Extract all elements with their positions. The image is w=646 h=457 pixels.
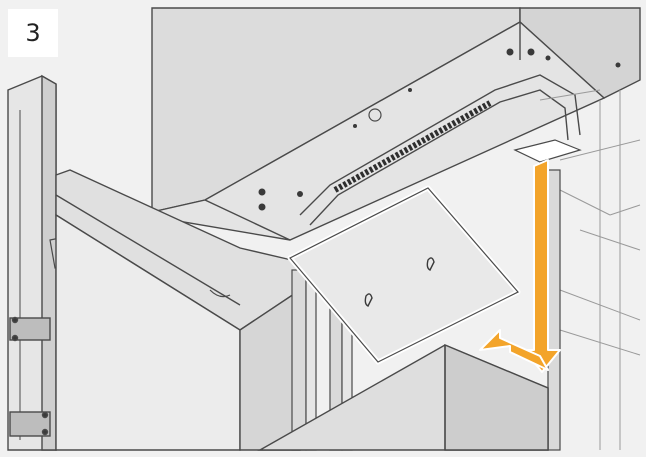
screw-icon [258,188,266,196]
screw-icon [615,62,621,68]
cable-chain [299,74,581,226]
screw-icon [297,191,303,197]
upper-housing [150,7,641,241]
cable [209,289,231,298]
left-arrow-icon [479,329,549,371]
guide-rails [291,169,561,451]
side-panel-outline [539,89,641,450]
screw-icon [408,88,412,92]
screw-icon [527,48,535,56]
screw-icon [258,203,266,211]
cover-plate [287,185,521,365]
housing-screws [258,48,621,211]
screw-icon [506,48,514,56]
housing-hole [368,108,382,122]
keyhole-icon [426,257,435,271]
bracket [513,139,582,163]
machine-frame [55,169,301,451]
down-arrow-icon [523,159,561,373]
screw-icon [545,55,551,61]
front-panel [257,343,549,451]
keyhole-icon [364,293,373,307]
screw-icon [353,124,357,128]
door [7,74,57,451]
step-number-badge: 3 [8,9,58,57]
